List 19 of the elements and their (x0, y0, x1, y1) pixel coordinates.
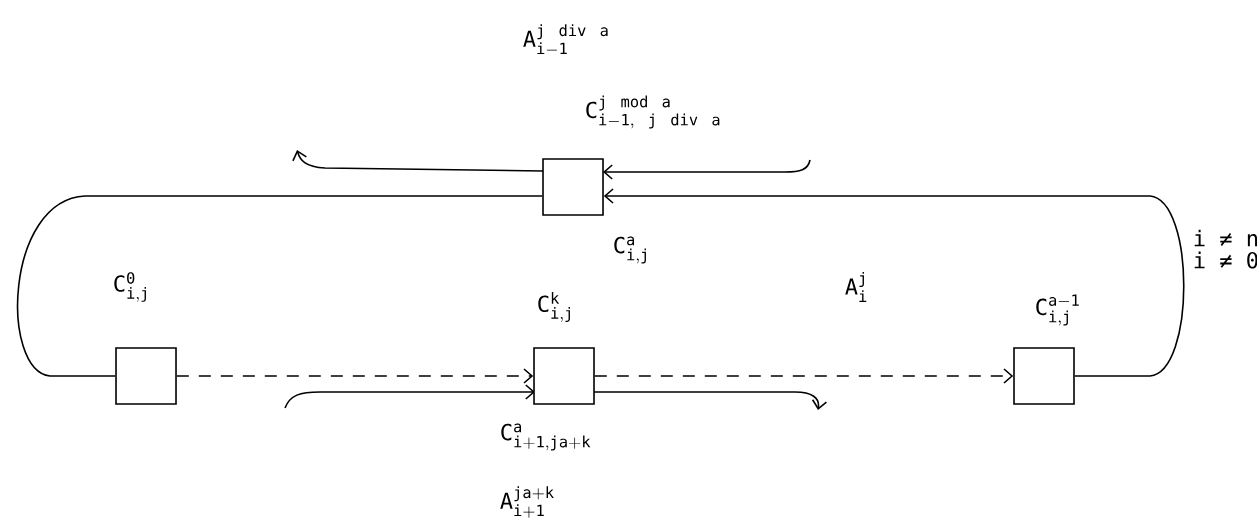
connector (176, 368, 534, 384)
variable-label: $\mathtt{C}^{\mathtt{a}}_{\mathtt{i+1,ja+k}}$ (501, 423, 591, 451)
variable-label: $\mathtt{A}^{\mathtt{ja+k}}_{\mathtt{i+1}}$ (500, 486, 554, 518)
variable-label: $\mathtt{C}^{\mathtt{k}}_{\mathtt{i,j}}$ (538, 292, 570, 322)
box-symbol (1013, 347, 1075, 405)
variable-label: $\mathtt{A}^{\mathtt{j\ div\ a}}_{\mathtt{i-1}}$ (523, 24, 608, 55)
connector (603, 188, 1185, 377)
variable-label: $\mathtt{A}^{\mathtt{j}}_{\mathtt{i}}$ (845, 272, 867, 302)
box-symbol (542, 158, 604, 216)
variable-label: $\mathtt{C}^{\mathtt{j\ mod\ a}}_{\mathtt{i-1,\ j\ div\ a}}$ (586, 95, 720, 129)
variable-label: $\mathtt{C}^{\mathtt{a-1}}_{\mathtt{i,j}}$ (1036, 294, 1079, 326)
variable-label: $\mathtt{C}^{\mathtt{a}}_{\mathtt{i,j}}$ (614, 236, 646, 264)
variable-label: i ≠ 0 (1194, 251, 1257, 269)
box-symbol (115, 347, 177, 405)
variable-label: i ≠ n (1194, 229, 1257, 247)
connector (16, 195, 543, 377)
box-symbol (533, 347, 595, 405)
connector (594, 368, 1014, 384)
variable-label: $\mathtt{C}^{\mathtt{0}}_{\mathtt{i,j}}$ (114, 272, 146, 302)
